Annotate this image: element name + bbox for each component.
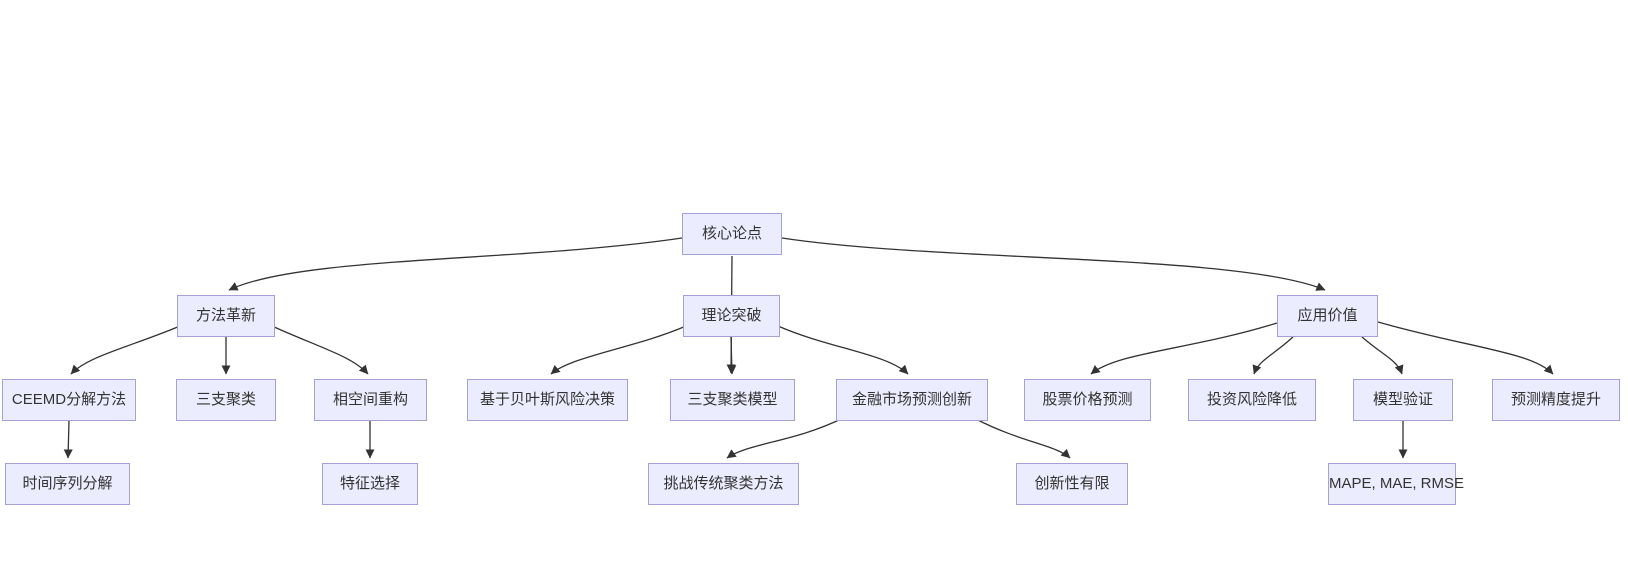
node-stock-price-prediction: 股票价格预测 — [1024, 379, 1151, 421]
edge-fininnov-to-limited — [975, 418, 1071, 459]
node-metrics: MAPE, MAE, RMSE — [1328, 463, 1464, 505]
node-ceemd-decomposition: CEEMD分解方法 — [2, 379, 136, 421]
node-phase-space-reconstruction: 相空间重构 — [314, 379, 427, 421]
node-theory-breakthrough: 理论突破 — [683, 295, 780, 337]
edge-value-to-risk — [1252, 336, 1294, 375]
node-three-way-clustering: 三支聚类 — [176, 379, 276, 421]
edge-core-to-method — [228, 237, 683, 291]
node-method-innovation: 方法革新 — [177, 295, 275, 337]
node-three-way-clustering-model: 三支聚类模型 — [670, 379, 795, 421]
edge-fininnov-to-challenge — [726, 417, 844, 459]
node-limited-innovation: 创新性有限 — [1016, 463, 1128, 505]
node-investment-risk-reduction: 投资风险降低 — [1188, 379, 1316, 421]
edge-theory-to-fininnov — [777, 325, 909, 375]
edge-ceemd-to-tsdecomp — [63, 420, 73, 459]
node-core-thesis: 核心论点 — [682, 213, 782, 255]
node-time-series-decomposition: 时间序列分解 — [5, 463, 130, 505]
edge-theory-to-twcmodel — [727, 336, 737, 375]
node-feature-selection: 特征选择 — [322, 463, 418, 505]
node-bayesian-risk-decision: 基于贝叶斯风险决策 — [467, 379, 628, 421]
edge-method-to-phasespace — [271, 325, 369, 375]
edge-method-to-ceemd — [70, 325, 181, 375]
node-application-value: 应用价值 — [1277, 295, 1378, 337]
edge-theory-to-bayes — [550, 325, 687, 375]
node-prediction-accuracy-improvement: 预测精度提升 — [1492, 379, 1620, 421]
node-financial-market-forecast-innovation: 金融市场预测创新 — [836, 379, 988, 421]
edge-value-to-validation — [1361, 336, 1404, 375]
node-challenge-traditional-clustering: 挑战传统聚类方法 — [648, 463, 799, 505]
node-model-validation: 模型验证 — [1353, 379, 1453, 421]
edge-value-to-stock — [1090, 322, 1278, 375]
edge-core-to-value — [781, 237, 1326, 291]
edge-value-to-accuracy — [1377, 321, 1554, 375]
